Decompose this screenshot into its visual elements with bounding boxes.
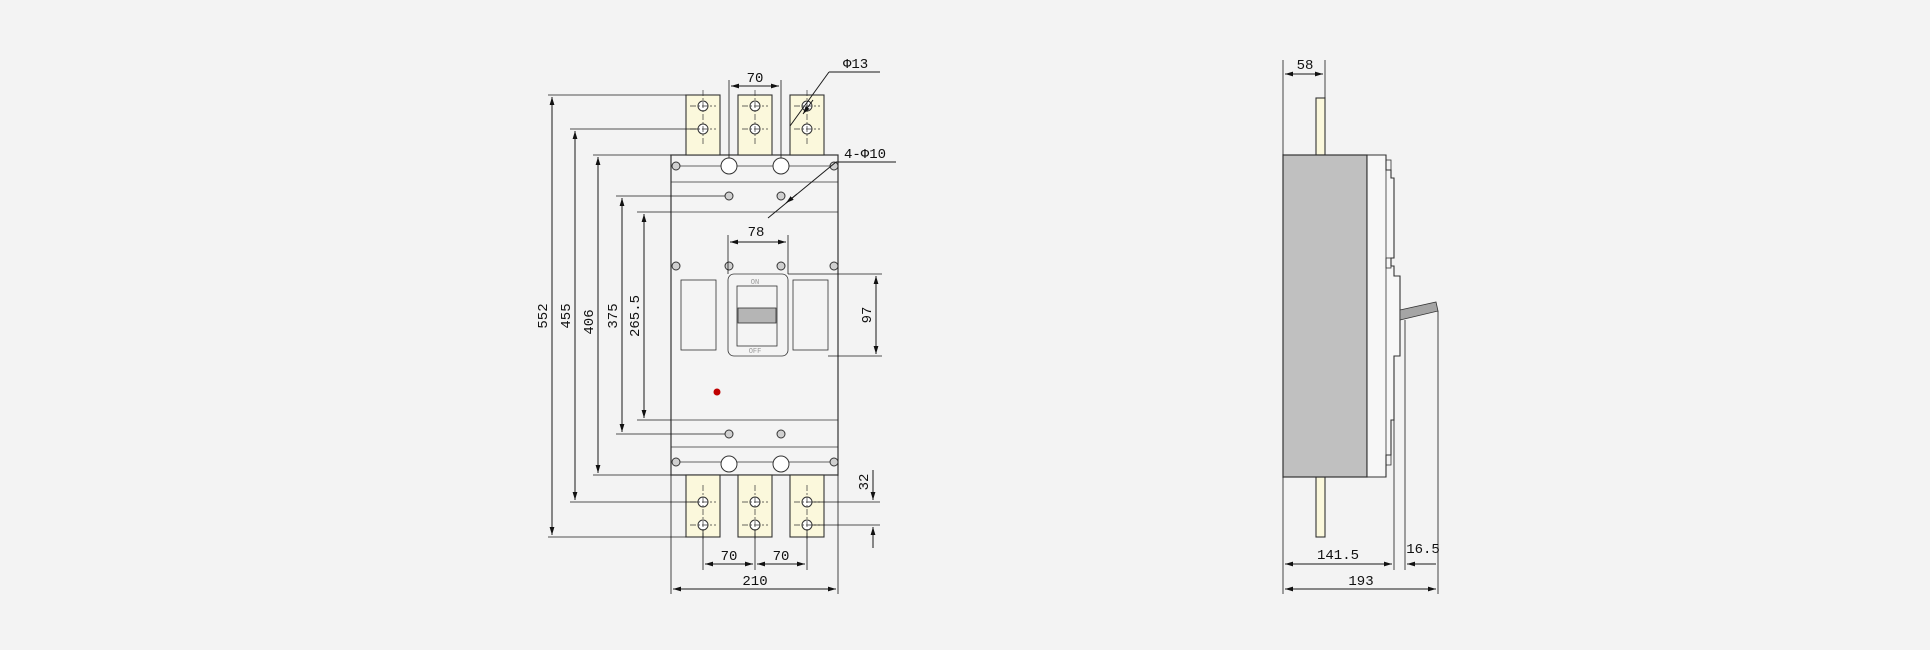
handle-on-label: ON xyxy=(751,279,759,287)
handle-frame xyxy=(727,273,789,357)
dim-bottom-pitch-right: 70 xyxy=(773,549,790,565)
handle-off-label: OFF xyxy=(749,348,762,356)
dim-handle-depth: 16.5 xyxy=(1406,542,1440,558)
dim-total-width: 210 xyxy=(742,574,767,590)
body-screws xyxy=(671,161,839,467)
side-body xyxy=(1282,154,1368,478)
side-cover xyxy=(1366,154,1401,478)
dim-body-depth: 141.5 xyxy=(1317,548,1359,564)
front-view: ON OFF 552 455 406 375 265.5 xyxy=(536,57,896,594)
dim-handle-window-width: 78 xyxy=(748,225,765,241)
dim-inner-span: 265.5 xyxy=(628,295,644,337)
dim-total-height: 552 xyxy=(536,303,552,328)
dim-bottom-pitch-left: 70 xyxy=(721,549,738,565)
right-dimensions: 97 32 xyxy=(788,273,882,548)
dim-terminal-offset: 58 xyxy=(1297,58,1314,74)
dim-handle-window-height: 97 xyxy=(860,307,876,324)
side-top-terminal xyxy=(1315,97,1326,156)
dim-mount-holes: 4-Φ10 xyxy=(844,147,886,163)
side-view: 58 141.5 16.5 193 xyxy=(1282,58,1440,594)
right-window xyxy=(792,279,829,351)
side-handle xyxy=(1399,301,1439,321)
dim-total-depth: 193 xyxy=(1348,574,1373,590)
dim-terminal-hole-span: 455 xyxy=(559,303,575,328)
trip-indicator-light xyxy=(713,388,721,396)
dim-mount-hole-span: 375 xyxy=(606,303,622,328)
handle-slot xyxy=(736,285,778,347)
dim-top-pitch: 70 xyxy=(747,71,764,87)
mounting-holes xyxy=(724,191,786,439)
dim-terminal-hole-pitch: 32 xyxy=(857,474,873,491)
bottom-dimensions: 70 70 210 xyxy=(670,475,839,594)
vertical-dimensions: 552 455 406 375 265.5 xyxy=(536,94,725,538)
left-window xyxy=(680,279,717,351)
side-bottom-terminal xyxy=(1315,476,1326,538)
dim-body-height: 406 xyxy=(582,309,598,334)
handle-lever xyxy=(737,307,777,324)
top-dimensions: 70 Φ13 4-Φ10 78 xyxy=(727,57,896,274)
dim-hole-diameter: Φ13 xyxy=(843,57,868,73)
